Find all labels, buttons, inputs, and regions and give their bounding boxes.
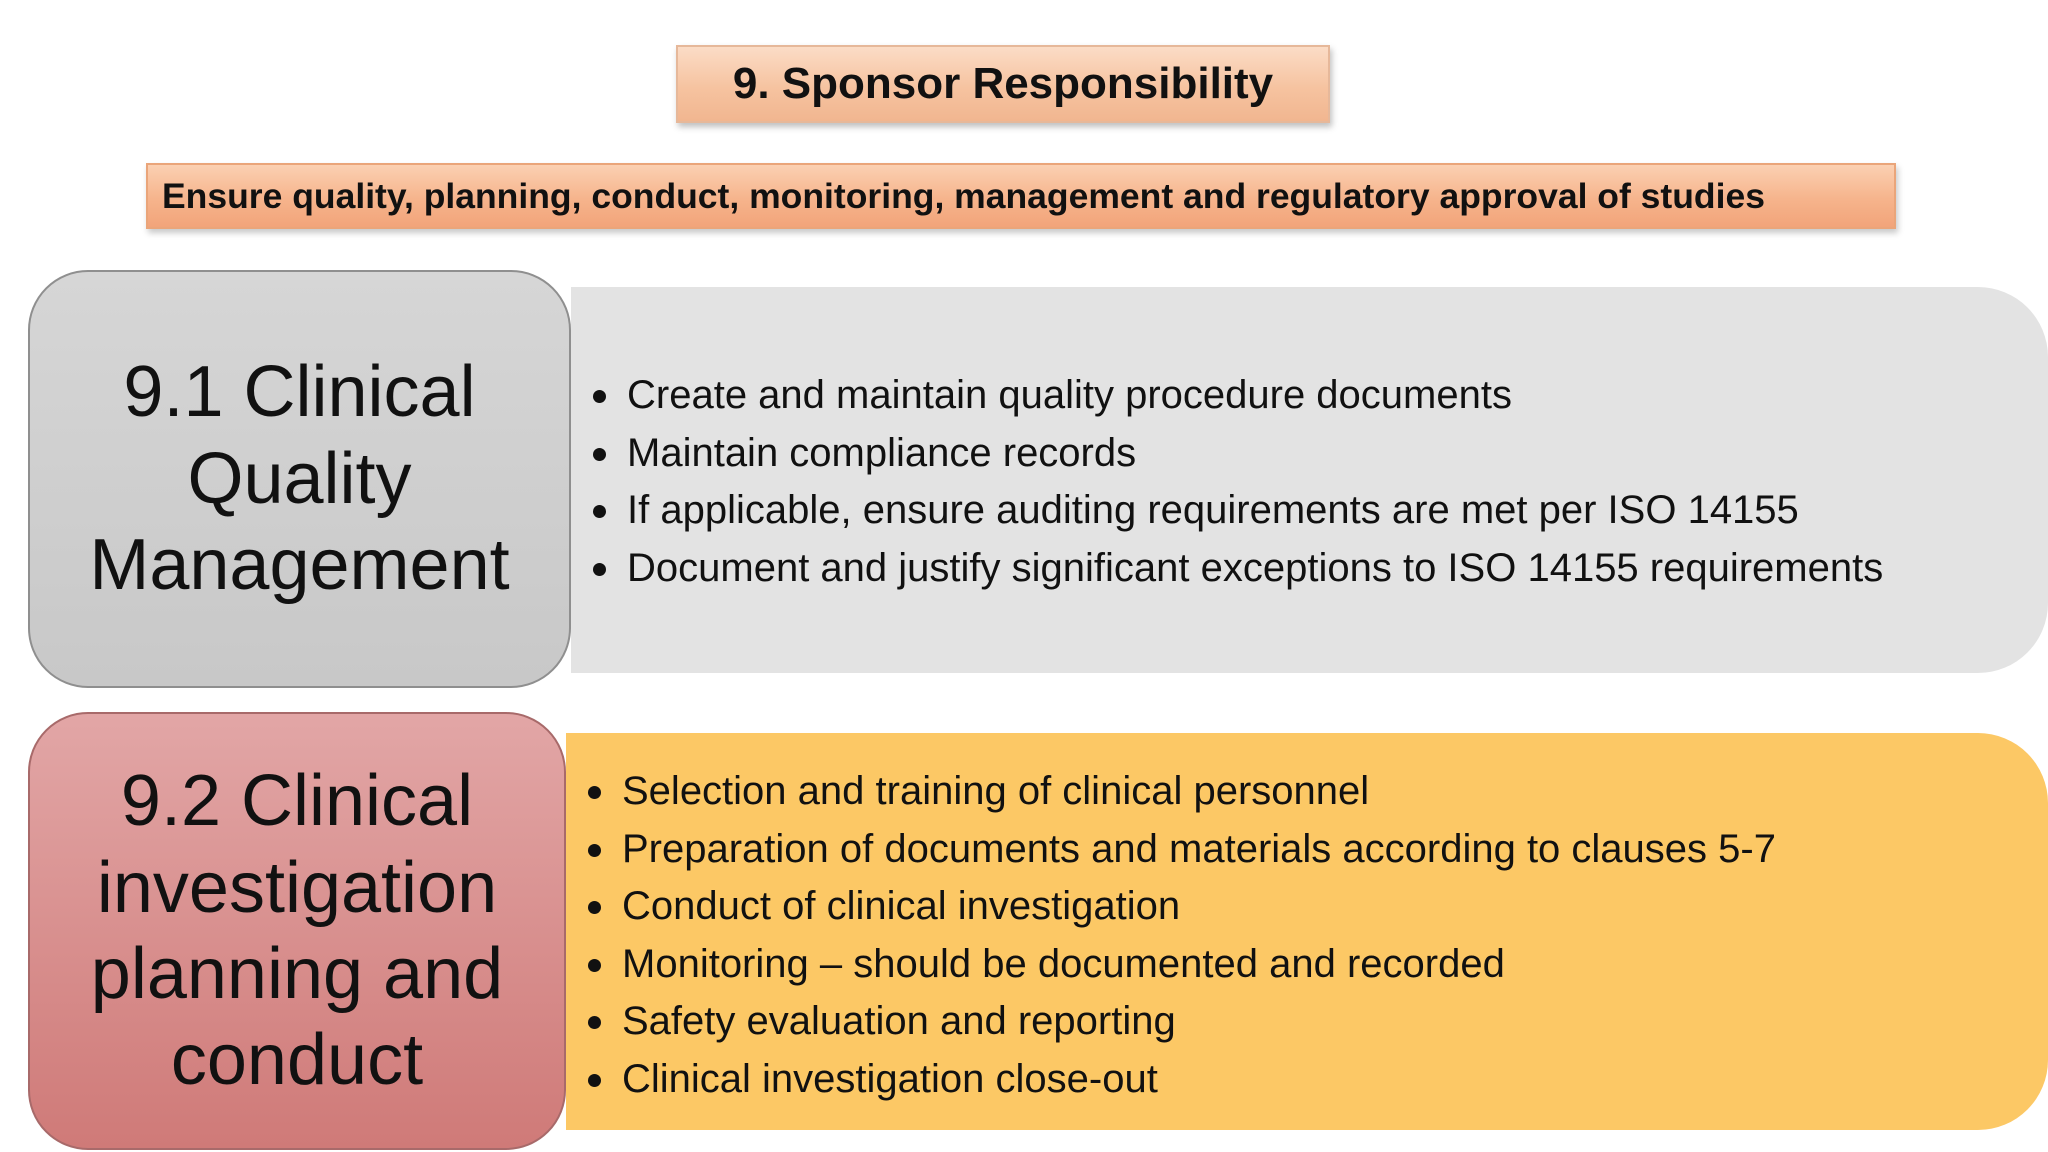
list-item-text: Safety evaluation and reporting <box>622 999 1176 1043</box>
subtitle-banner: Ensure quality, planning, conduct, monit… <box>146 163 1896 229</box>
list-item: Maintain compliance records <box>591 425 1883 483</box>
section-quality-management-panel: Create and maintain quality procedure do… <box>571 287 2048 673</box>
list-item-text: Clinical investigation close-out <box>622 1056 1158 1101</box>
list-item: Document and justify significant excepti… <box>591 540 1883 598</box>
bullet-list: Selection and training of clinical perso… <box>586 763 1776 1108</box>
list-item-text: Create and maintain quality procedure do… <box>627 373 1512 417</box>
list-item-text: Conduct of clinical investigation <box>622 884 1181 928</box>
list-item-text: Preparation of documents and materials a… <box>622 826 1776 871</box>
list-item-text: If applicable, ensure auditing requireme… <box>627 488 1799 532</box>
bullet-icon <box>588 958 601 972</box>
bullet-icon <box>593 505 606 518</box>
list-item-text: Monitoring – should be documented and re… <box>622 941 1505 986</box>
list-item-text: Selection and training of clinical perso… <box>622 769 1370 813</box>
list-item: Conduct of clinical investigation <box>586 878 1776 936</box>
list-item: Clinical investigation close-out <box>586 1051 1776 1109</box>
section-label-text: 9.1 Clinical Quality Management <box>89 352 510 606</box>
slide-title: 9. Sponsor Responsibility <box>676 45 1330 123</box>
section-label-text: 9.2 Clinical investigation planning and … <box>90 761 504 1101</box>
list-item: Selection and training of clinical perso… <box>586 763 1776 821</box>
list-item: Preparation of documents and materials a… <box>586 821 1776 879</box>
bullet-icon <box>593 447 606 461</box>
bullet-icon <box>593 390 606 403</box>
bullet-list: Create and maintain quality procedure do… <box>591 367 1883 597</box>
list-item: Monitoring – should be documented and re… <box>586 936 1776 994</box>
bullet-icon <box>588 901 601 914</box>
bullet-icon <box>588 843 601 857</box>
section-planning-conduct-label: 9.2 Clinical investigation planning and … <box>28 712 566 1150</box>
list-item-text: Maintain compliance records <box>627 430 1137 475</box>
list-item: If applicable, ensure auditing requireme… <box>591 482 1883 540</box>
list-item-text: Document and justify significant excepti… <box>627 545 1884 590</box>
list-item: Safety evaluation and reporting <box>586 993 1776 1051</box>
bullet-icon <box>588 1016 601 1029</box>
bullet-icon <box>593 562 606 576</box>
section-quality-management-label: 9.1 Clinical Quality Management <box>28 270 571 688</box>
bullet-icon <box>588 1073 601 1087</box>
bullet-icon <box>588 786 601 799</box>
list-item: Create and maintain quality procedure do… <box>591 367 1883 425</box>
section-planning-conduct-panel: Selection and training of clinical perso… <box>566 733 2048 1130</box>
